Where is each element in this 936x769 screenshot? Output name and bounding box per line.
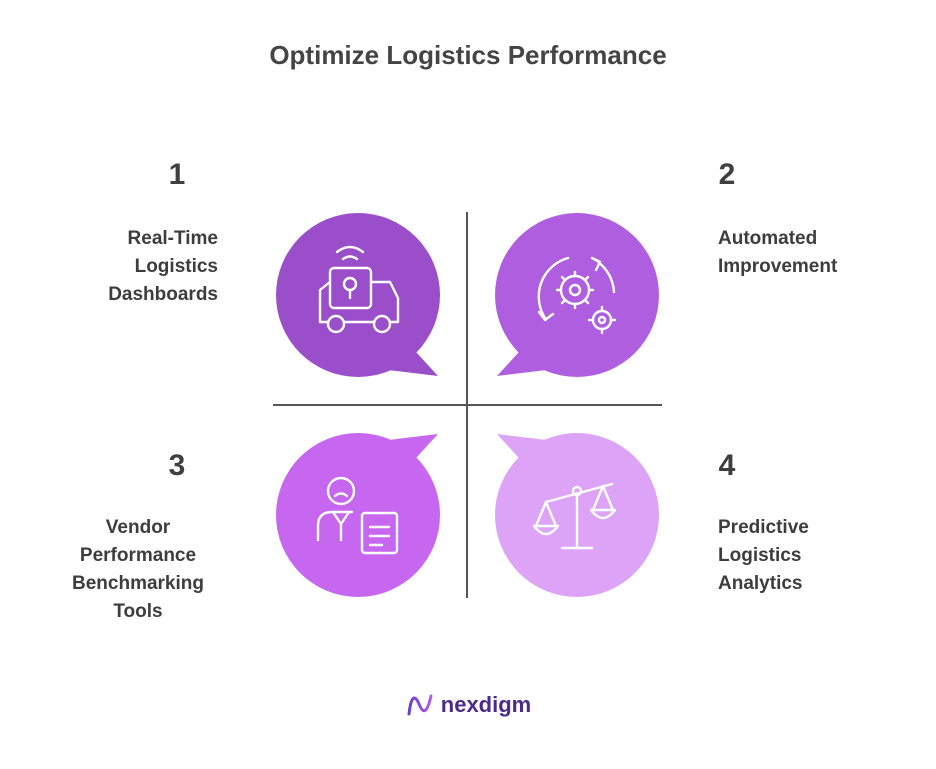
nexdigm-logo-icon	[407, 694, 433, 716]
step-number-4: 4	[718, 449, 736, 482]
step-label-3: Vendor Performance Benchmarking Tools	[72, 517, 204, 622]
step-label-4: Predictive Logistics Analytics	[718, 517, 809, 594]
balance-scale-icon	[532, 482, 617, 550]
person-document-icon	[316, 476, 399, 555]
gears-cycle-icon	[537, 256, 617, 335]
brand-name: nexdigm	[440, 692, 532, 717]
step-number-2: 2	[718, 158, 736, 191]
bubble-3	[276, 433, 440, 597]
step-label-1: Real-Time Logistics Dashboards	[108, 228, 218, 305]
step-number-1: 1	[168, 158, 186, 191]
brand-footer: nexdigm	[0, 692, 936, 718]
step-number-3: 3	[168, 449, 186, 482]
page-title: Optimize Logistics Performance	[269, 40, 667, 70]
step-label-2: Automated Improvement	[718, 228, 838, 277]
bubble-1	[276, 213, 440, 377]
delivery-truck-location-icon	[318, 245, 400, 334]
